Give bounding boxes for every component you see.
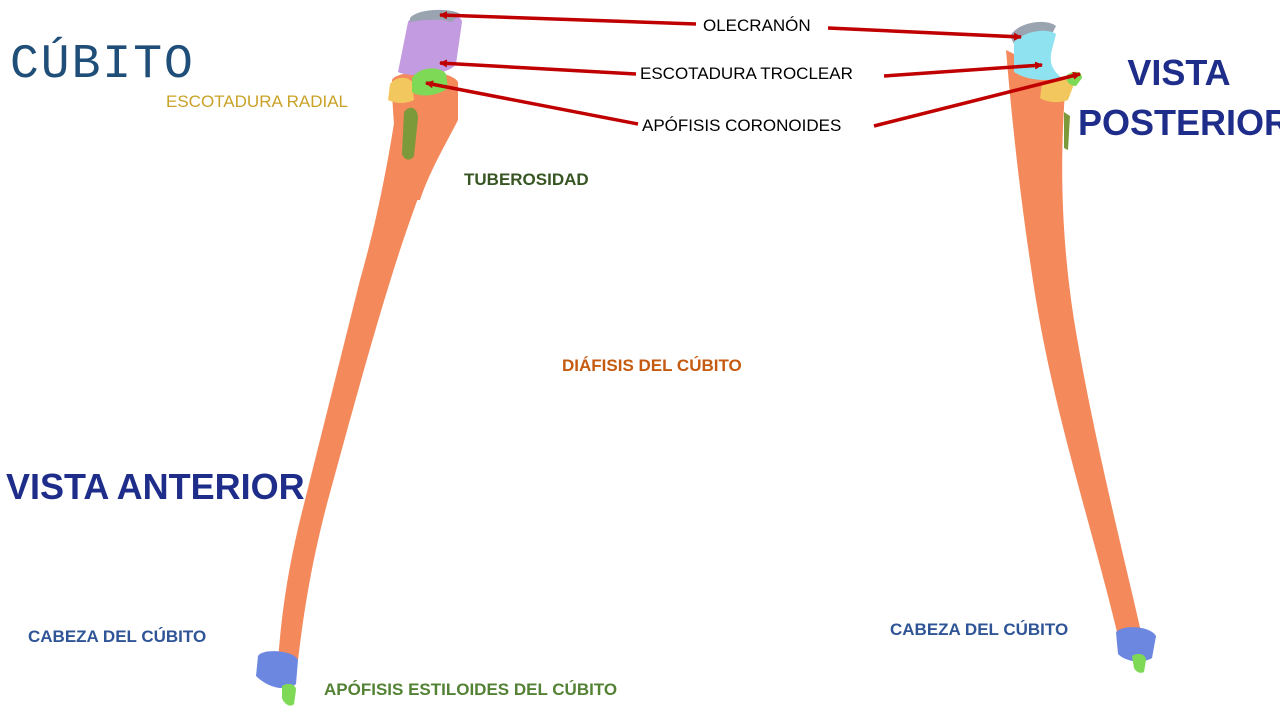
olecranon-anterior (398, 13, 462, 76)
label-olecranon: OLECRANÓN (703, 16, 811, 35)
label-escotadura-troclear: ESCOTADURA TROCLEAR (640, 64, 853, 83)
label-escotadura-radial: ESCOTADURA RADIAL (166, 92, 349, 111)
arrow-olecranon-anterior (439, 11, 697, 26)
radial-notch-posterior (1040, 79, 1074, 103)
trochlear-notch-posterior (1014, 30, 1062, 81)
arrow-coronoid-posterior (873, 71, 1081, 128)
styloid-anterior (282, 683, 296, 706)
olecranon-anterior-tip (410, 9, 460, 22)
radial-notch-anterior (388, 77, 414, 103)
view-posterior-heading: VISTA POSTERIOR (1078, 48, 1280, 148)
head-posterior (1116, 627, 1156, 662)
label-diafisis: DIÁFISIS DEL CÚBITO (562, 356, 742, 375)
anterior-diaphysis (278, 96, 456, 660)
arrow-olecranon-posterior (827, 26, 1022, 41)
view-posterior-line1: VISTA (1127, 52, 1231, 93)
arrow-coronoid-anterior (425, 80, 639, 126)
label-apofisis-estiloides: APÓFISIS ESTILOIDES DEL CÚBITO (324, 680, 618, 699)
page-title: CÚBITO (10, 38, 195, 92)
posterior-diaphysis (1006, 50, 1142, 636)
label-tuberosidad: TUBEROSIDAD (464, 170, 589, 189)
arrow-trochlear-anterior (439, 59, 637, 76)
label-cabeza-posterior: CABEZA DEL CÚBITO (890, 620, 1069, 639)
leader-arrows (425, 11, 1081, 128)
head-anterior (256, 651, 298, 689)
label-apofisis-coronoides: APÓFISIS CORONOIDES (642, 116, 842, 135)
view-posterior-line2: POSTERIOR (1078, 102, 1280, 143)
tuberosity-anterior (402, 107, 418, 160)
arrow-trochlear-posterior (883, 61, 1043, 78)
view-anterior-heading: VISTA ANTERIOR (6, 466, 305, 507)
ulna-anterior (256, 9, 462, 706)
styloid-posterior (1132, 653, 1146, 673)
tuberosity-posterior (1064, 112, 1070, 150)
label-cabeza-anterior: CABEZA DEL CÚBITO (28, 627, 207, 646)
anterior-upper-shaft (392, 72, 458, 200)
